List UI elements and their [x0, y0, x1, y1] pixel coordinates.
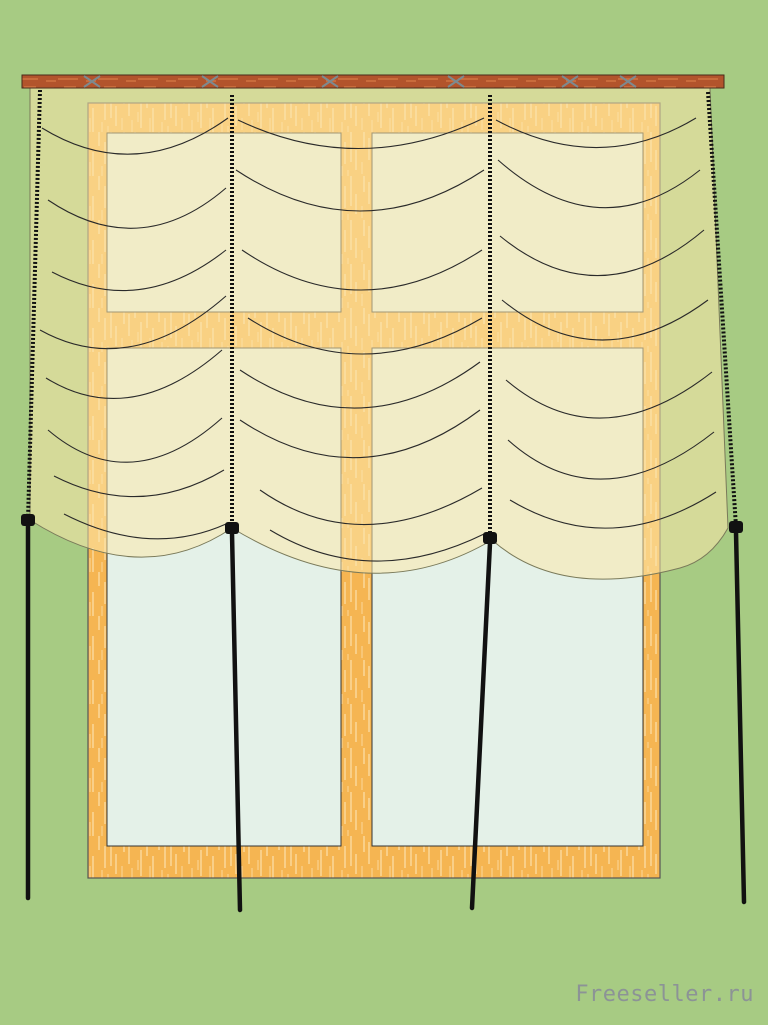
rod-bracket-icon — [201, 75, 219, 88]
cord-pull — [229, 530, 243, 913]
cord-pull — [733, 529, 747, 905]
lift-cords — [21, 89, 747, 913]
cord-pull — [469, 540, 493, 911]
curtain-rod — [21, 74, 725, 89]
fabric-swags — [39, 117, 717, 562]
cord-knot — [729, 521, 743, 533]
watermark: Freeseller.ru — [575, 982, 754, 1007]
rod-bracket-icon — [447, 75, 465, 88]
cord-knot — [21, 514, 35, 526]
blind-fabric — [29, 87, 729, 580]
cord-knot — [225, 522, 239, 534]
cord-rings — [706, 91, 738, 528]
rod-bracket-icon — [83, 75, 101, 88]
rod-bracket-icon — [619, 75, 637, 88]
rod-bracket-icon — [561, 75, 579, 88]
rod-bracket-icon — [321, 75, 339, 88]
cord-knot — [483, 532, 497, 544]
